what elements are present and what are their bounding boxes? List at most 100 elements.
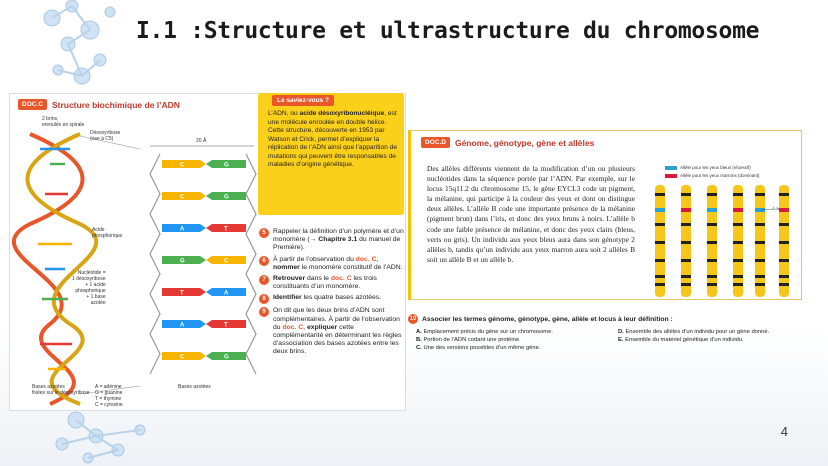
base-right-letter: G <box>224 355 229 361</box>
label-brins: 2 brins,enroulés en spirale <box>42 116 85 128</box>
saviez-vous-box: Le saviez-vous ? L’ADN, ou acide désoxyr… <box>258 93 404 215</box>
def-b: B. Portion de l’ADN codant une protéine. <box>416 337 521 343</box>
chromosome-band <box>755 193 765 196</box>
chromosome-band <box>655 275 665 278</box>
legend-red: Allèle pour les yeux marrons (dominant) <box>665 173 760 178</box>
label-width: 20 Å <box>196 138 207 144</box>
label-bases: Bases azotées <box>178 384 211 390</box>
red-swatch-icon <box>665 173 677 178</box>
chromosome-band <box>681 283 691 286</box>
allele-mark <box>779 208 789 212</box>
base-right-letter: C <box>224 259 229 265</box>
doc-c-tag: DOC.C <box>18 99 47 110</box>
base-left-letter: T <box>180 291 184 297</box>
base-right <box>206 224 246 232</box>
def-e: E. Ensemble du matériel génétique d’un i… <box>618 337 744 343</box>
base-left <box>162 288 206 296</box>
chromosome-band <box>655 241 665 244</box>
chromosome-band <box>779 259 789 262</box>
base-right <box>206 288 246 296</box>
chromosomes-svg <box>655 185 789 297</box>
allele-mark <box>681 208 691 212</box>
legend-blue: Allèle pour les yeux bleus (récessif) <box>665 165 751 170</box>
chromosome-band <box>707 223 717 226</box>
chromosome-band <box>779 283 789 286</box>
base-right-letter: A <box>224 291 229 297</box>
chromosome-band <box>779 275 789 278</box>
chromosome-band <box>779 241 789 244</box>
doc-c-heading: Structure biochimique de l’ADN <box>51 99 180 110</box>
chromosome-band <box>707 241 717 244</box>
chromosome-band <box>655 283 665 286</box>
chromosome-band <box>733 193 743 196</box>
chromosome-band <box>655 193 665 196</box>
base-right <box>206 160 246 168</box>
label-desoxyribose: Désoxyribose(ose à C5) <box>90 130 121 142</box>
chromosome-band <box>707 275 717 278</box>
base-right-letter: T <box>224 323 228 329</box>
def-c: C. Une des versions possibles d’un même … <box>416 345 541 351</box>
def-d: D. Ensemble des allèles d’un individu po… <box>618 329 770 335</box>
base-right <box>206 192 246 200</box>
base-left-letter: G <box>180 259 185 265</box>
base-left <box>162 160 206 168</box>
chromosome-band <box>733 283 743 286</box>
chromosome-band <box>755 223 765 226</box>
blue-swatch-icon <box>665 165 677 170</box>
base-left <box>162 320 206 328</box>
doc-d-heading: Génome, génotype, gène et allèles <box>454 137 595 148</box>
chromosome-band <box>755 275 765 278</box>
chromosome-band <box>733 223 743 226</box>
page-title: I.1 :Structure et ultrastructure du chro… <box>136 18 760 44</box>
doc-d-body: Des allèles différents viennent de la mo… <box>427 164 635 264</box>
chromosome-band <box>681 259 691 262</box>
base-left <box>162 192 206 200</box>
base-right <box>206 320 246 328</box>
base-left-letter: A <box>180 227 185 233</box>
chromosome-band <box>655 259 665 262</box>
chromosome-band <box>779 223 789 226</box>
chromosome-band <box>707 259 717 262</box>
chromosome-band <box>733 275 743 278</box>
doc-c-header: DOC.C Structure biochimique de l’ADN <box>18 99 180 110</box>
base-right <box>206 256 246 264</box>
base-left <box>162 352 206 360</box>
base-right-letter: G <box>224 195 229 201</box>
double-helix <box>11 132 99 406</box>
allele-mark <box>755 208 765 212</box>
chromosome-band <box>681 223 691 226</box>
chromosome-band <box>681 193 691 196</box>
def-a: A. Emplacement précis du gène sur un chr… <box>416 329 553 335</box>
doc-d-header: DOC.D Génome, génotype, gène et allèles <box>421 137 594 148</box>
chromosome-band <box>681 275 691 278</box>
chromosome-band <box>681 241 691 244</box>
base-right <box>206 352 246 360</box>
base-right-letter: G <box>224 163 229 169</box>
page-number: 4 <box>780 424 788 439</box>
base-left <box>162 256 206 264</box>
definitions-grid: A. Emplacement précis du gène sur un chr… <box>408 329 812 351</box>
chromosome-band <box>779 193 789 196</box>
chromosome-band <box>707 193 717 196</box>
base-left-letter: C <box>180 355 185 361</box>
saviez-vous-head: Le saviez-vous ? <box>272 95 335 106</box>
base-right-letter: T <box>224 227 228 233</box>
base-left-letter: A <box>180 323 185 329</box>
chromosome-band <box>755 259 765 262</box>
base-left-letter: C <box>180 163 185 169</box>
chromosome-figure: Allèle pour les yeux bleus (récessif) Al… <box>643 163 803 299</box>
helix-rungs <box>38 147 72 371</box>
